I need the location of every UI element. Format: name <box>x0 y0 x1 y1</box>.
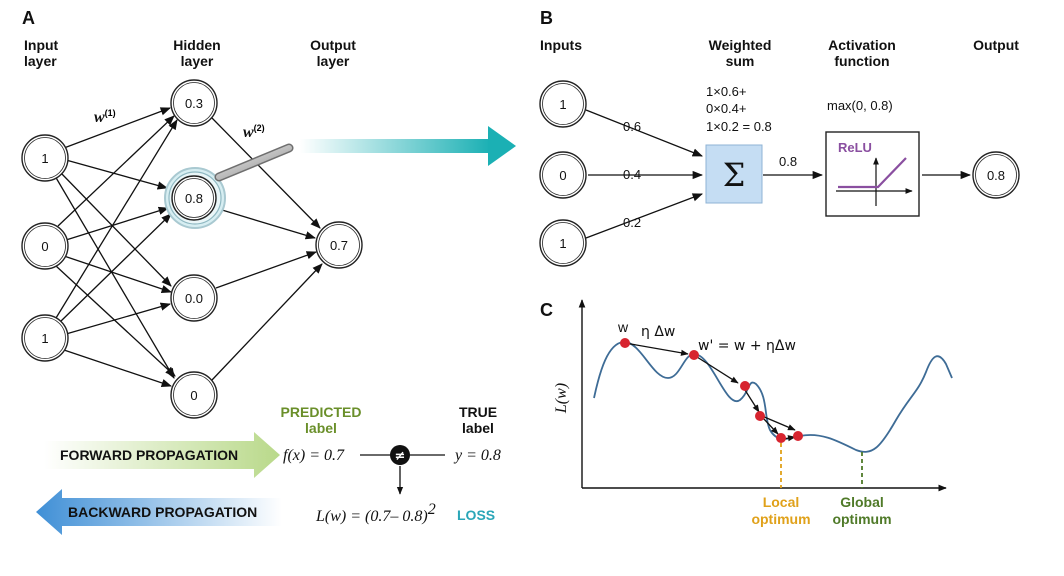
descent-steps <box>624 342 796 442</box>
compare-node: ≠ <box>360 445 445 495</box>
weighted-sum-box: Σ <box>705 144 763 204</box>
activation-label-2: function <box>834 53 889 69</box>
svg-text:0: 0 <box>559 168 566 183</box>
output-node: 0.7 <box>315 221 363 269</box>
predicted-label-1: PREDICTED <box>281 404 362 420</box>
predicted-label-2: label <box>305 420 337 436</box>
b-output-node: 0.8 <box>972 151 1020 199</box>
input-layer-label-2: layer <box>24 53 57 69</box>
loss-formula: L(w) = (0.7– 0.8)2 <box>315 501 436 525</box>
predicted-value: f(x) = 0.7 <box>283 447 345 464</box>
hidden-layer-label-1: Hidden <box>173 37 220 53</box>
c-update-label: w' = w + ηΔw <box>698 338 796 354</box>
local-optimum-label-1: Local <box>763 494 800 510</box>
hidden-node-3: 0.0 <box>170 274 218 322</box>
forward-propagation-label: FORWARD PROPAGATION <box>60 447 238 463</box>
output-layer-label-2: layer <box>317 53 350 69</box>
svg-text:0.8: 0.8 <box>987 168 1005 183</box>
weight-0-2: 0.2 <box>623 215 641 230</box>
hidden-layer-label-2: layer <box>181 53 214 69</box>
input-hidden-edges <box>54 107 178 387</box>
panel-c-label: C <box>540 300 553 320</box>
weight-w2-label: w(2) <box>243 123 265 141</box>
backward-propagation-label: BACKWARD PROPAGATION <box>68 504 257 520</box>
weighted-sum-label-2: sum <box>726 53 755 69</box>
relu-label: ReLU <box>838 140 872 155</box>
activation-formula: max(0, 0.8) <box>827 98 893 113</box>
global-optimum-label-2: optimum <box>832 511 891 527</box>
hidden-node-3-value: 0.0 <box>185 291 203 306</box>
weight-0-6: 0.6 <box>623 119 641 134</box>
hidden-output-edges <box>211 117 323 381</box>
input-node-1: 1 <box>21 134 69 182</box>
weighted-sum-label-1: Weighted <box>709 37 772 53</box>
weight-0-4: 0.4 <box>623 167 641 182</box>
backward-arrow-icon <box>36 489 282 535</box>
sum-output-value: 0.8 <box>779 154 797 169</box>
output-layer-label-1: Output <box>310 37 356 53</box>
c-step-label: η Δw <box>641 324 675 340</box>
input-node-3: 1 <box>21 314 69 362</box>
c-ylabel: L(w) <box>553 383 570 414</box>
sum-line-1: 1×0.6+ <box>706 84 747 99</box>
relu-curve <box>838 157 907 189</box>
output-node-value: 0.7 <box>330 238 348 253</box>
c-w-label: w <box>617 319 629 335</box>
global-optimum-label-1: Global <box>840 494 884 510</box>
input-node-1-value: 1 <box>41 151 48 166</box>
loss-curve <box>593 341 953 453</box>
hidden-node-2-value: 0.8 <box>185 191 203 206</box>
descent-points <box>620 338 803 443</box>
hidden-node-1-value: 0.3 <box>185 96 203 111</box>
inputs-label: Inputs <box>540 37 582 53</box>
hidden-node-4: 0 <box>170 371 218 419</box>
input-layer-label-1: Input <box>24 37 59 53</box>
hidden-node-2: 0.8 <box>171 175 217 221</box>
sigma-symbol: Σ <box>723 156 746 194</box>
hidden-node-4-value: 0 <box>190 388 197 403</box>
input-node-2-value: 0 <box>41 239 48 254</box>
panel-a-label: A <box>22 8 35 28</box>
panel-b-label: B <box>540 8 553 28</box>
activation-box: ReLU <box>825 131 920 217</box>
sum-line-3: 1×0.2 = 0.8 <box>706 119 772 134</box>
input-node-3-value: 1 <box>41 331 48 346</box>
true-label-1: TRUE <box>459 404 497 420</box>
hidden-node-1: 0.3 <box>170 79 218 127</box>
svg-text:1: 1 <box>559 97 566 112</box>
true-value: y = 0.8 <box>453 447 501 464</box>
b-input-node-3: 1 <box>539 219 587 267</box>
true-label-2: label <box>462 420 494 436</box>
weight-w1-label: w(1) <box>94 108 116 126</box>
teal-arrow-icon <box>300 126 516 166</box>
local-optimum-label-2: optimum <box>751 511 810 527</box>
b-input-edges <box>585 109 972 239</box>
sum-line-2: 0×0.4+ <box>706 101 747 116</box>
input-node-2: 0 <box>21 222 69 270</box>
loss-label: LOSS <box>457 507 495 523</box>
b-input-node-2: 0 <box>539 151 587 199</box>
activation-label-1: Activation <box>828 37 896 53</box>
output-label: Output <box>973 37 1019 53</box>
svg-text:1: 1 <box>559 236 566 251</box>
not-equal-symbol: ≠ <box>395 449 406 464</box>
b-input-node-1: 1 <box>539 80 587 128</box>
c-axes <box>578 299 947 492</box>
forward-arrow-icon <box>44 432 280 478</box>
magnifier-icon <box>214 143 294 182</box>
